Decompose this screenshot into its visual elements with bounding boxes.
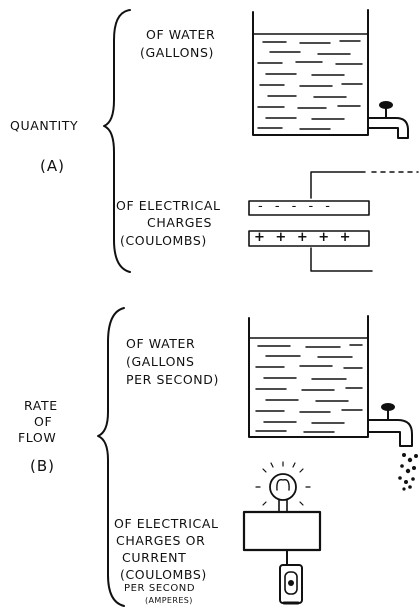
water-rate-label-line1: OF WATER — [126, 336, 196, 351]
lightbulb-icon — [255, 461, 311, 513]
water-quantity-label-line1: OF WATER — [146, 27, 216, 42]
faucet-icon — [367, 403, 413, 447]
quantity-label: QUANTITY — [10, 118, 79, 133]
section-a-letter: (A) — [40, 157, 65, 175]
electrical-rate-label-line5: PER SECOND — [124, 583, 196, 594]
left-brace-icon — [103, 9, 131, 273]
rate-label-line2: OF — [34, 414, 53, 429]
water-rate-label-line2: (GALLONS — [126, 354, 195, 369]
positive-plate-signs: + + + + + — [254, 230, 354, 245]
faucet-icon — [367, 101, 409, 139]
electrical-quantity-label-line3: (COULOMBS) — [120, 233, 207, 248]
battery-cell-icon — [279, 549, 303, 605]
negative-plate-signs: - - - - - — [258, 199, 334, 214]
electrical-quantity-label-line1: OF ELECTRICAL — [116, 198, 221, 213]
water-tank-icon — [248, 315, 369, 438]
electrical-rate-label-line6: (AMPERES) — [145, 596, 193, 605]
electrical-rate-label-line3: CURRENT — [122, 550, 187, 565]
rate-label-line1: RATE — [24, 398, 58, 413]
left-brace-icon — [97, 307, 125, 607]
water-rate-label-line3: PER SECOND) — [126, 372, 219, 387]
capacitor-plates-icon — [248, 171, 419, 272]
rate-label-line3: FLOW — [18, 430, 57, 445]
water-quantity-label-line2: (GALLONS) — [140, 45, 214, 60]
electrical-rate-label-line2: CHARGES OR — [116, 533, 206, 548]
electrical-quantity-label-line2: CHARGES — [147, 215, 213, 230]
electrical-rate-label-line1: OF ELECTRICAL — [114, 516, 219, 531]
electrical-rate-label-line4: (COULOMBS) — [120, 567, 207, 582]
water-drops-icon — [398, 453, 418, 491]
section-b-letter: (B) — [30, 457, 55, 475]
circuit-wire — [242, 510, 322, 552]
water-tank-icon — [252, 9, 369, 136]
